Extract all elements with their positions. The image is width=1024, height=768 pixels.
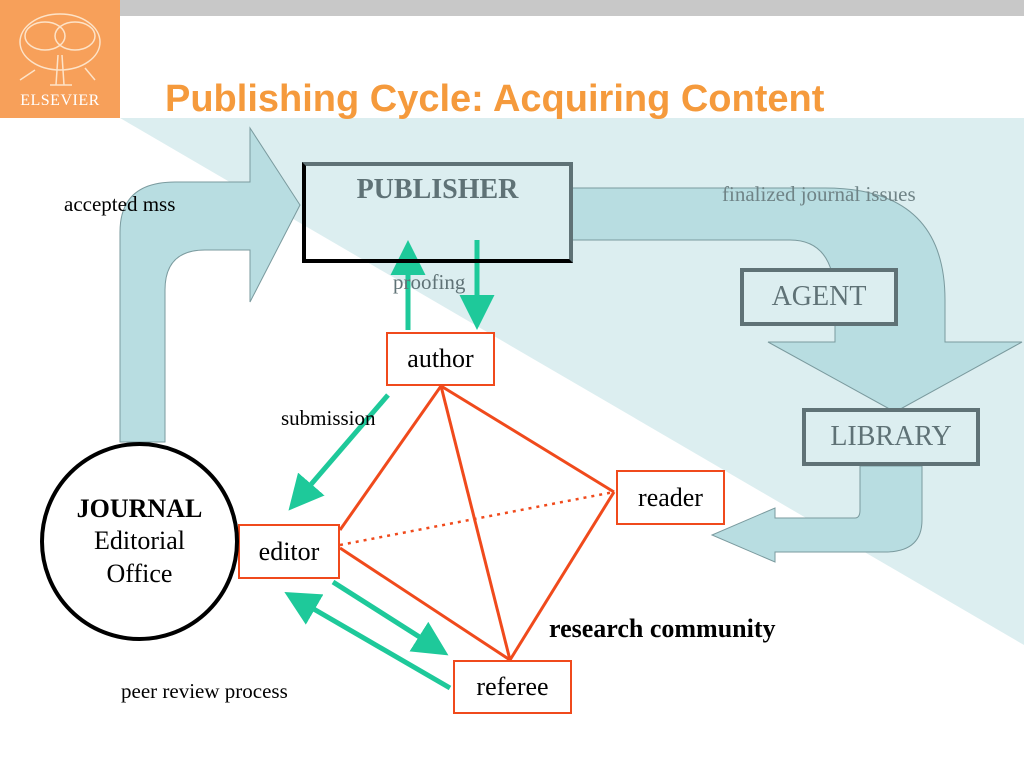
- finalized-issues-arrow: [571, 187, 1023, 413]
- library-box: LIBRARY: [802, 408, 980, 466]
- reader-referee-line: [508, 491, 616, 661]
- elsevier-logo: ELSEVIER: [0, 0, 120, 118]
- referee-box: referee: [453, 660, 572, 714]
- editor-box: editor: [238, 524, 340, 579]
- referee-label: referee: [476, 672, 549, 701]
- publisher-label: PUBLISHER: [356, 174, 519, 205]
- library-label: LIBRARY: [830, 421, 952, 452]
- accepted-mss-label: accepted mss: [64, 192, 176, 216]
- author-referee-line: [439, 385, 512, 661]
- slide-title: Publishing Cycle: Acquiring Content: [165, 78, 825, 120]
- reader-box: reader: [616, 470, 725, 525]
- author-reader-line: [440, 384, 615, 494]
- proofing-label: proofing: [393, 270, 466, 294]
- agent-box: AGENT: [740, 268, 898, 326]
- referee-to-editor-arrow: [284, 591, 452, 691]
- reader-label: reader: [638, 482, 703, 512]
- editor-label: editor: [258, 536, 320, 566]
- editor-reader-dotted-line: [339, 490, 615, 547]
- journal-office-circle: JOURNAL Editorial Office: [40, 442, 239, 641]
- finalized-issues-label: finalized journal issues: [722, 182, 916, 206]
- author-label: author: [407, 344, 474, 373]
- research-community-label: research community: [549, 614, 776, 643]
- author-editor-line: [338, 385, 443, 531]
- submission-arrow: [288, 393, 390, 511]
- background-band: [120, 118, 1024, 645]
- top-bar: [120, 0, 1024, 16]
- library-to-reader-arrow: [710, 465, 923, 563]
- peer-review-label: peer review process: [121, 679, 288, 703]
- journal-line2: Editorial: [94, 526, 185, 556]
- journal-line1: JOURNAL: [76, 493, 203, 523]
- editor-to-referee-arrow: [331, 579, 449, 656]
- accepted-mss-arrow: [119, 126, 301, 443]
- tree-icon: [19, 13, 101, 86]
- submission-label: submission: [281, 406, 376, 430]
- logo-text: ELSEVIER: [20, 92, 100, 109]
- journal-line3: Office: [106, 558, 173, 588]
- agent-label: AGENT: [771, 281, 867, 312]
- author-box: author: [386, 332, 495, 386]
- editor-referee-line: [339, 546, 511, 662]
- publisher-box: PUBLISHER: [302, 162, 573, 263]
